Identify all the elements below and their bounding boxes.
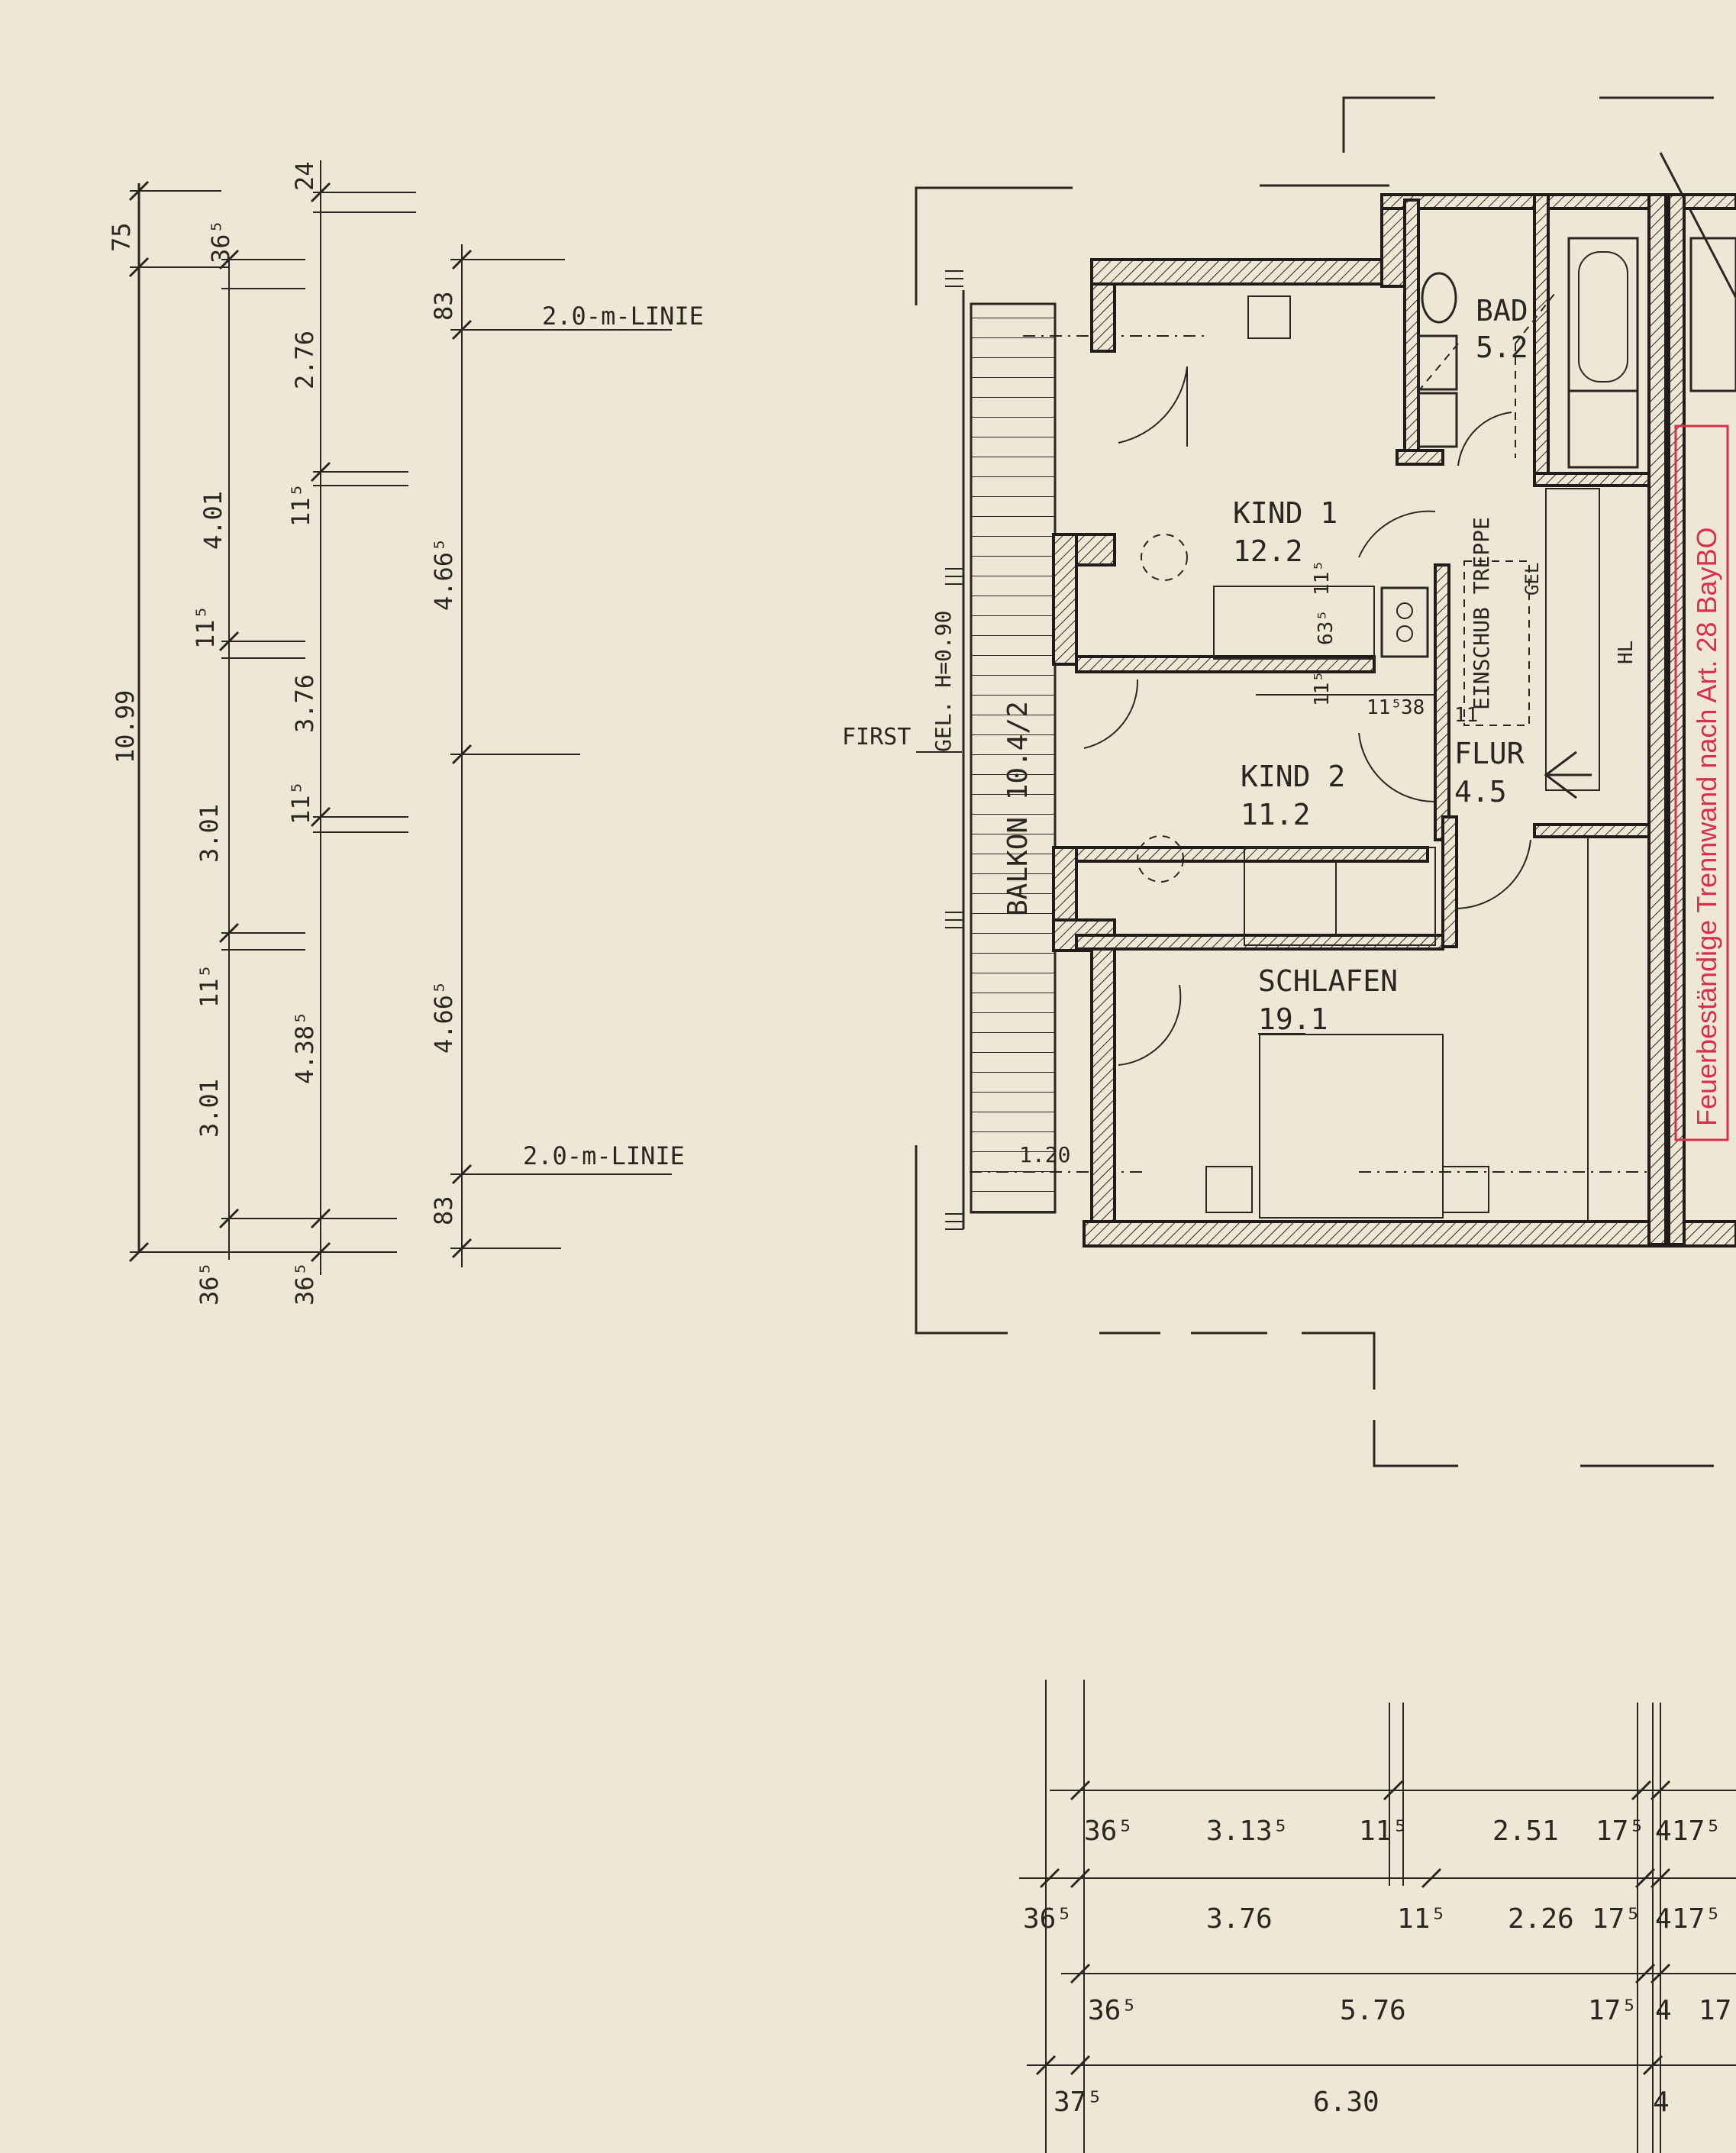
int-dim-3: 11⁵ bbox=[1367, 696, 1402, 719]
dim-c3-3: 83 bbox=[429, 1196, 458, 1225]
b3-0: 36⁵ bbox=[1088, 1995, 1137, 2026]
b1-1: 3.13⁵ bbox=[1206, 1816, 1289, 1847]
dim-c1-6: 36⁵ bbox=[195, 1261, 224, 1306]
dim-c2-3: 11⁵ bbox=[286, 483, 315, 527]
int-dim-1: 63⁵ bbox=[1315, 609, 1337, 645]
b4-1: 6.30 bbox=[1313, 2087, 1379, 2118]
b1-4: 17⁵ bbox=[1596, 1816, 1645, 1847]
first-label: FIRST bbox=[842, 724, 911, 750]
int-dim-0: 11⁵ bbox=[1311, 560, 1334, 596]
fire-wall-stamp: Feuerbeständige Trennwand nach Art. 28 B… bbox=[1674, 424, 1729, 1141]
b1-5: 4 bbox=[1655, 1816, 1672, 1847]
b1-2: 11⁵ bbox=[1359, 1816, 1408, 1847]
first-marker: FIRST GEL. H=0.90 bbox=[842, 611, 962, 753]
b3-4: 17 bbox=[1699, 1995, 1731, 2026]
interior-dimensions: 11⁵ 63⁵ 11⁵ 11⁵ 38 11 bbox=[1311, 560, 1478, 727]
balcony-width: 1.20 bbox=[1019, 1142, 1070, 1167]
dim-c2-5: 11⁵ bbox=[286, 780, 315, 825]
room-name-bad: BAD bbox=[1476, 294, 1528, 328]
b2-5: 4 bbox=[1655, 1903, 1672, 1935]
dim-c2-4: 3.76 bbox=[290, 674, 319, 733]
fixtures: EINSCHUB TREPPE GEL HL bbox=[1083, 237, 1736, 1222]
b2-6: 17⁵ bbox=[1672, 1903, 1721, 1935]
dim-c3-1: 4.66⁵ bbox=[429, 537, 458, 611]
b2-4: 17⁵ bbox=[1592, 1903, 1641, 1935]
dim-c1-2: 11⁵ bbox=[191, 605, 220, 649]
int-dim-5: 11 bbox=[1454, 704, 1478, 727]
b1-0: 36⁵ bbox=[1084, 1816, 1134, 1847]
room-area-schlafen: 19.1 bbox=[1258, 1002, 1328, 1036]
dim-c2-2: 2.76 bbox=[290, 331, 319, 389]
balcony: BALKON 10.4/2 1.20 bbox=[945, 270, 1206, 1230]
room-name-kind1: KIND 1 bbox=[1233, 496, 1337, 530]
balcony-label: BALKON 10.4/2 bbox=[1002, 701, 1034, 916]
hl-label: HL bbox=[1615, 641, 1638, 664]
dim-c1-1: 4.01 bbox=[198, 491, 227, 550]
b3-1: 5.76 bbox=[1340, 1995, 1406, 2026]
room-name-kind2: KIND 2 bbox=[1241, 760, 1345, 793]
gel-label: GEL bbox=[1521, 563, 1543, 596]
dim-c3-0: 83 bbox=[429, 291, 458, 321]
dim-c1-3: 3.01 bbox=[195, 804, 224, 863]
linie-bottom-label: 2.0-m-LINIE bbox=[523, 1141, 685, 1170]
dim-c1-5: 3.01 bbox=[195, 1079, 224, 1138]
dim-total: 10.99 bbox=[111, 690, 140, 763]
room-area-bad: 5.2 bbox=[1476, 331, 1528, 364]
b3-3: 4 bbox=[1655, 1995, 1672, 2026]
dim-c1-4: 11⁵ bbox=[195, 964, 224, 1008]
gel-height-label: GEL. H=0.90 bbox=[931, 611, 956, 752]
linie-top-label: 2.0-m-LINIE bbox=[542, 302, 704, 331]
b2-1: 3.76 bbox=[1206, 1903, 1273, 1935]
section-cut-lines bbox=[915, 96, 1736, 1467]
dim-c2-7: 36⁵ bbox=[290, 1261, 319, 1306]
room-area-flur: 4.5 bbox=[1454, 775, 1507, 809]
room-name-flur: FLUR bbox=[1454, 737, 1525, 770]
einschub-treppe-label: EINSCHUB TREPPE bbox=[1469, 517, 1494, 710]
room-area-kind1: 12.2 bbox=[1233, 534, 1303, 568]
room-area-kind2: 11.2 bbox=[1241, 798, 1311, 831]
b4-0: 37⁵ bbox=[1054, 2087, 1103, 2118]
dim-c2-6: 4.38⁵ bbox=[290, 1011, 319, 1084]
b4-2: 4 bbox=[1653, 2087, 1670, 2118]
b1-3: 2.51 bbox=[1492, 1816, 1559, 1847]
dim-c3-2: 4.66⁵ bbox=[429, 980, 458, 1054]
b2-2: 11⁵ bbox=[1397, 1903, 1447, 1935]
b2-3: 2.26 bbox=[1508, 1903, 1574, 1935]
fire-wall-note: Feuerbeständige Trennwand nach Art. 28 B… bbox=[1691, 528, 1722, 1127]
dim-c2-0: 24 bbox=[290, 161, 319, 191]
b2-0: 36⁵ bbox=[1023, 1903, 1073, 1935]
left-dimension-chains: 10.99 75 4.01 11⁵ 3.01 11⁵ 3.01 36⁵ 24 3… bbox=[107, 160, 704, 1306]
b3-2: 17⁵ bbox=[1588, 1995, 1638, 2026]
room-labels: BAD 5.2 KIND 1 12.2 KIND 2 11.2 FLUR 4.5… bbox=[1233, 294, 1528, 1036]
int-dim-2: 11⁵ bbox=[1311, 670, 1334, 706]
b1-6: 17⁵ bbox=[1672, 1816, 1721, 1847]
bottom-dimension-chains: 36⁵ 3.13⁵ 11⁵ 2.51 17⁵ 4 17⁵ 36⁵ 3.76 11… bbox=[1019, 1680, 1736, 2153]
dim-c1-0: 75 bbox=[107, 222, 136, 252]
room-name-schlafen: SCHLAFEN bbox=[1258, 964, 1398, 998]
dim-c2-1: 36⁵ bbox=[206, 219, 235, 263]
walls bbox=[1052, 193, 1736, 1248]
int-dim-4: 38 bbox=[1401, 696, 1425, 719]
